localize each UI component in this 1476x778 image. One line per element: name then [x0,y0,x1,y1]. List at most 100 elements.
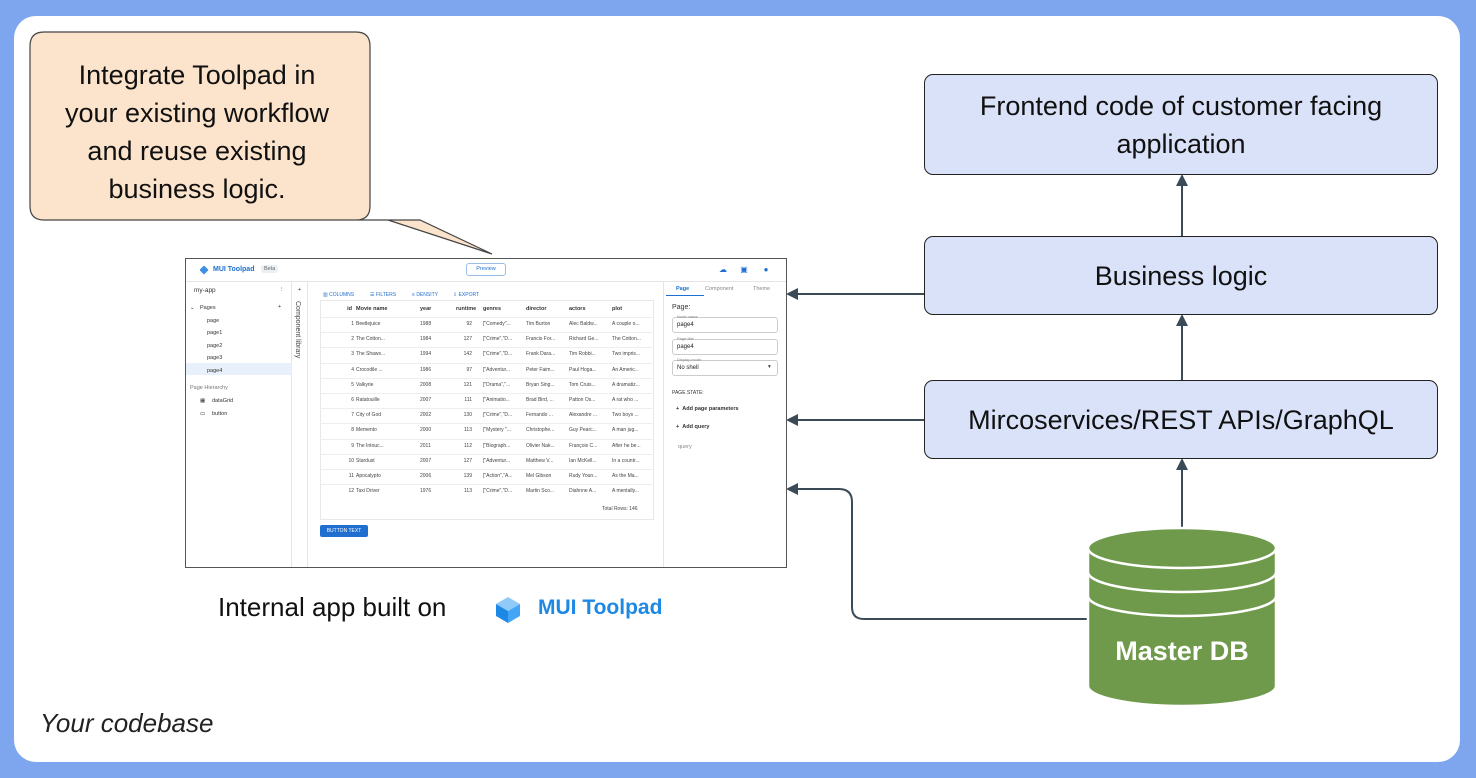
table-cell[interactable]: Valkyrie [356,381,374,388]
column-header[interactable]: Movie name [356,306,388,312]
export-button[interactable]: ⇩ EXPORT [453,292,480,298]
table-cell[interactable]: 92 [466,321,472,327]
add-query-button[interactable]: + Add query [676,424,710,430]
display-mode-select[interactable] [672,360,778,376]
table-cell[interactable]: 97 [466,366,472,373]
table-cell[interactable]: Tom Cruis... [569,381,596,388]
table-cell[interactable]: François C... [569,442,598,449]
table-cell[interactable]: ["Action","A... [483,473,513,479]
column-header[interactable]: director [526,306,547,312]
query-item[interactable]: query [678,444,692,450]
table-cell[interactable]: The Cotton... [356,336,385,343]
table-cell[interactable]: Crocodile ... [356,366,383,373]
table-cell[interactable]: Apocalypto [356,473,381,479]
page-item[interactable]: page2 [207,343,223,349]
column-header[interactable]: plot [612,306,623,312]
component-library-label[interactable]: Component library [294,301,301,359]
table-cell[interactable]: Ratatouille [356,397,380,403]
table-cell[interactable]: Tim Robbi... [569,351,596,358]
table-cell[interactable]: 2002 [420,412,432,419]
table-cell[interactable]: Francis For... [526,336,556,343]
table-cell[interactable]: Ian McKell... [569,457,597,464]
table-cell[interactable]: 1988 [420,321,432,327]
table-cell[interactable]: A rat who ... [612,397,639,403]
page-item[interactable]: page1 [207,330,223,336]
table-cell[interactable]: ["Adventur... [483,366,511,373]
table-cell[interactable]: A couple o... [612,321,640,327]
table-cell[interactable]: 121 [463,381,472,388]
table-cell[interactable]: Christophe... [526,427,555,434]
table-cell[interactable]: Bryan Sing... [526,381,555,388]
table-cell[interactable]: ["Crime","D... [483,412,513,419]
table-cell[interactable]: Martin Sco... [526,488,555,495]
page-item-selected[interactable]: page4 [207,368,223,374]
table-cell[interactable]: Diahnne A... [569,488,597,495]
table-cell[interactable]: ["Mystery "... [483,427,511,434]
button-text-button[interactable]: BUTTON TEXT [320,525,368,537]
table-cell[interactable]: Stardust [356,457,375,464]
column-header[interactable]: actors [569,306,586,312]
table-cell[interactable]: ["Biograph... [483,442,511,449]
more-icon[interactable]: ⋮ [279,287,285,293]
table-cell[interactable]: 113 [464,488,472,495]
table-cell[interactable]: Two boys ... [612,412,639,419]
preview-button[interactable]: Preview [466,263,506,276]
table-cell[interactable]: ["Comedy"... [483,321,511,327]
table-cell[interactable]: An Americ... [612,366,639,373]
table-cell[interactable]: 5 [351,381,354,388]
density-button[interactable]: ≡ DENSITY [412,292,438,298]
table-cell[interactable]: Memento [356,427,377,434]
cloud-icon[interactable]: ☁ [719,265,727,274]
table-cell[interactable]: 2 [351,336,354,343]
table-cell[interactable]: Rudy Youn... [569,473,598,479]
table-cell[interactable]: The Cotton... [612,336,641,343]
table-cell[interactable]: A mentally... [612,488,639,495]
table-cell[interactable]: 2007 [420,457,432,464]
table-cell[interactable]: 1986 [420,366,432,373]
table-cell[interactable]: 1 [351,321,354,327]
code-icon[interactable]: ▣ [740,265,748,274]
table-cell[interactable]: Tim Burton [526,321,551,327]
table-cell[interactable]: 2007 [420,397,432,403]
table-cell[interactable]: ["Drama","... [483,381,511,388]
table-cell[interactable]: 112 [464,442,472,449]
table-cell[interactable]: 2006 [420,473,432,479]
tab-component[interactable]: Component [705,286,734,292]
table-cell[interactable]: A dramatiz... [612,381,640,388]
column-header[interactable]: id [347,306,352,312]
table-cell[interactable]: 127 [463,457,472,464]
table-cell[interactable]: 142 [463,351,472,358]
table-cell[interactable]: 111 [464,397,472,403]
table-cell[interactable]: Fernando ... [526,412,553,419]
columns-button[interactable]: ▥ COLUMNS [323,292,355,298]
table-cell[interactable]: 9 [351,442,354,449]
table-cell[interactable]: 2000 [420,427,432,434]
table-cell[interactable]: Guy Pearc... [569,427,597,434]
filters-button[interactable]: ☰ FILTERS [370,292,397,298]
table-cell[interactable]: Taxi Driver [356,488,380,495]
table-cell[interactable]: After he be... [612,442,641,449]
table-cell[interactable]: 2008 [420,381,432,388]
table-cell[interactable]: 1976 [420,488,432,495]
tab-page[interactable]: Page [676,286,690,292]
table-cell[interactable]: ["Crime","D... [483,488,513,495]
table-cell[interactable]: Patton Os... [569,397,596,403]
table-cell[interactable]: ["Animatio... [483,397,510,403]
table-cell[interactable]: Paul Hoga... [569,366,597,373]
table-cell[interactable]: 139 [463,473,472,479]
tab-theme[interactable]: Theme [753,286,771,292]
chevron-down-icon[interactable]: ⌄ [190,305,195,311]
table-cell[interactable]: ["Crime","D... [483,351,513,358]
table-cell[interactable]: 11 [348,473,354,479]
column-header[interactable]: runtime [456,306,477,312]
data-grid[interactable] [320,300,654,520]
table-cell[interactable]: Matthew V... [526,457,554,464]
column-header[interactable]: year [420,306,432,312]
table-cell[interactable]: 113 [464,427,472,434]
page-title-field[interactable] [672,339,778,355]
table-cell[interactable]: Beetlejuice [356,321,381,327]
table-cell[interactable]: A man jug... [612,427,639,434]
table-cell[interactable]: Frank Dara... [526,351,556,358]
table-cell[interactable]: 2011 [420,442,431,449]
table-cell[interactable]: 130 [463,412,472,419]
